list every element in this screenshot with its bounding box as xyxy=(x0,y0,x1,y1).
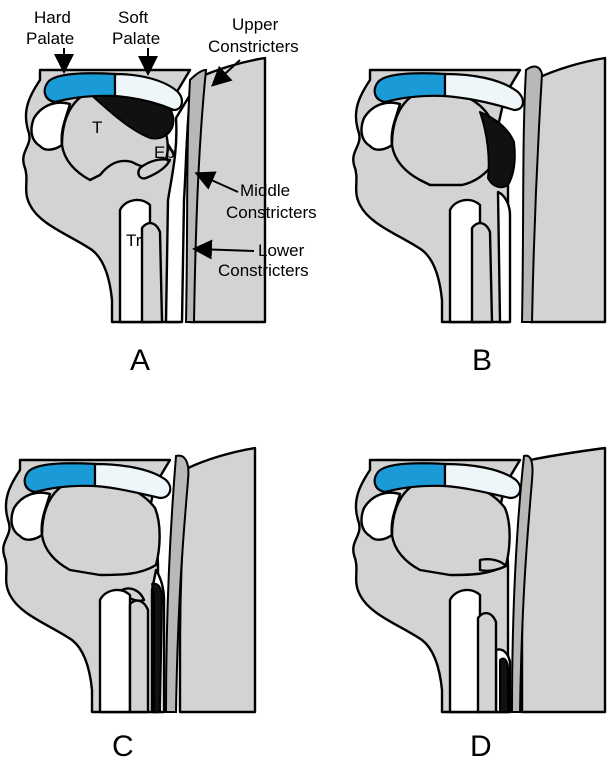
trachea xyxy=(130,601,148,712)
upper-constricters-label-1: Upper xyxy=(232,15,279,34)
neck-tissue xyxy=(180,448,255,712)
bolus xyxy=(152,584,162,712)
tongue-label: T xyxy=(92,118,102,137)
panel-label-c: C xyxy=(112,730,134,760)
panel-b xyxy=(353,58,605,322)
trachea xyxy=(472,223,492,322)
larynx-airway xyxy=(450,590,480,712)
neck-tissue xyxy=(522,448,605,712)
upper-constricters-label-2: Constricters xyxy=(208,37,299,56)
hard-palate-label-2: Palate xyxy=(26,29,74,48)
panel-a xyxy=(23,58,265,322)
soft-palate-label-2: Palate xyxy=(112,29,160,48)
pharynx xyxy=(498,192,510,322)
panel-label-b: B xyxy=(472,344,492,377)
trachea xyxy=(142,223,162,322)
epiglottis-label: Ep xyxy=(154,143,175,162)
trachea-label: Tr xyxy=(126,231,142,250)
soft-palate-label-1: Soft xyxy=(118,8,149,27)
panel-label-a: A xyxy=(130,344,150,377)
middle-constricters-label-2: Constricters xyxy=(226,203,317,222)
trachea xyxy=(478,613,496,712)
hard-palate-label-1: Hard xyxy=(34,8,71,27)
bolus xyxy=(500,658,508,712)
middle-constricters-label-1: Middle xyxy=(240,181,290,200)
larynx-airway xyxy=(100,590,130,712)
lower-constricters-label-2: Constricters xyxy=(218,261,309,280)
lower-constricters-label-1: Lower xyxy=(258,241,305,260)
panel-d xyxy=(353,448,605,712)
panel-c xyxy=(3,448,255,712)
panel-label-d: D xyxy=(470,730,492,760)
